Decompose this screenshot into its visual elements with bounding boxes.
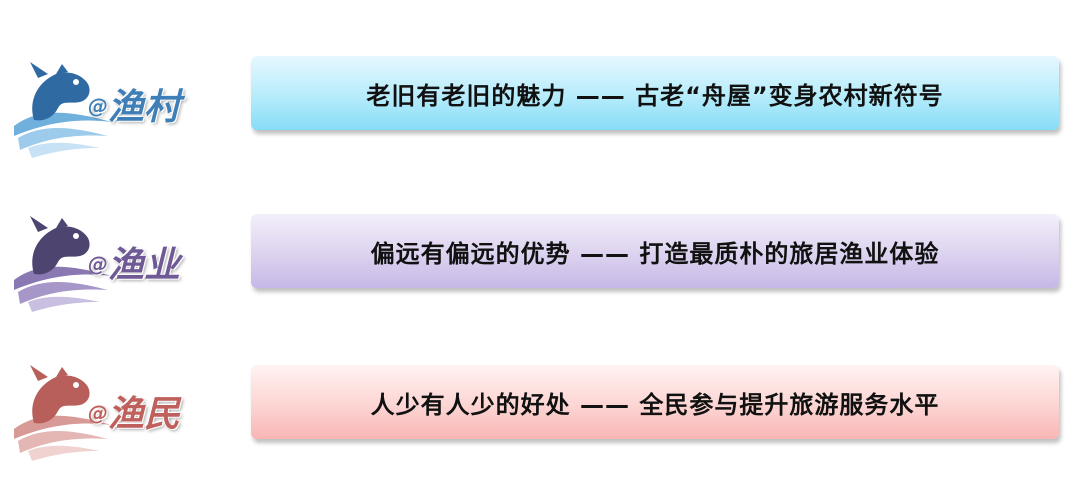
logo-fishery: @渔业 — [8, 196, 218, 316]
banner-fishing-village: 老旧有老旧的魅力 —— 古老“舟屋”变身农村新符号 — [251, 56, 1059, 130]
banner-text: 老旧有老旧的魅力 —— 古老“舟屋”变身农村新符号 — [366, 81, 944, 110]
banner-text: 偏远有偏远的优势 —— 打造最质朴的旅居渔业体验 — [370, 239, 940, 268]
row-fishery: @渔业 偏远有偏远的优势 —— 打造最质朴的旅居渔业体验 — [0, 196, 1080, 316]
banner-fishermen: 人少有人少的好处 —— 全民参与提升旅游服务水平 — [251, 365, 1059, 439]
fish-wave-icon — [14, 216, 112, 312]
tag-label-fishing-village: @渔村 — [88, 87, 181, 128]
banner-text: 人少有人少的好处 —— 全民参与提升旅游服务水平 — [370, 390, 940, 419]
row-fishermen: @渔民 人少有人少的好处 —— 全民参与提升旅游服务水平 — [0, 345, 1080, 465]
fish-wave-icon — [14, 365, 112, 461]
tag-label-fishery: @渔业 — [88, 245, 181, 286]
logo-fishermen: @渔民 — [8, 345, 218, 465]
row-fishing-village: @渔村 老旧有老旧的魅力 —— 古老“舟屋”变身农村新符号 — [0, 38, 1080, 158]
fish-wave-icon — [14, 62, 112, 158]
logo-fishing-village: @渔村 — [8, 38, 218, 158]
tag-label-fishermen: @渔民 — [88, 394, 181, 435]
banner-fishery: 偏远有偏远的优势 —— 打造最质朴的旅居渔业体验 — [251, 214, 1059, 288]
